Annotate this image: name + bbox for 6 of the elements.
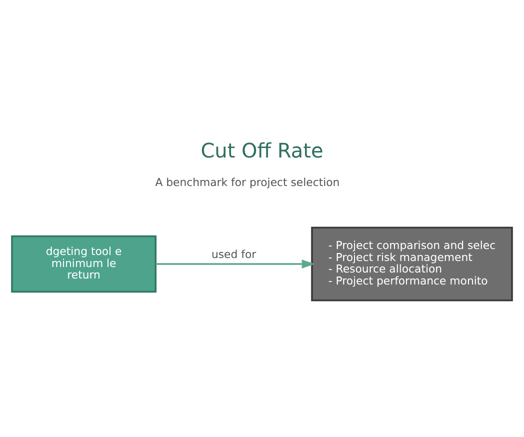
diagram-title: Cut Off Rate [200,138,324,162]
edge-label: used for [212,248,256,261]
label: A benchmark for project selection [155,175,340,188]
node-box: dgeting tool e minimum le return [11,234,157,292]
arrow [156,259,315,268]
node-box: - Project comparison and selec - Project risk management - Resource allocation - Project performance monito [311,226,513,301]
